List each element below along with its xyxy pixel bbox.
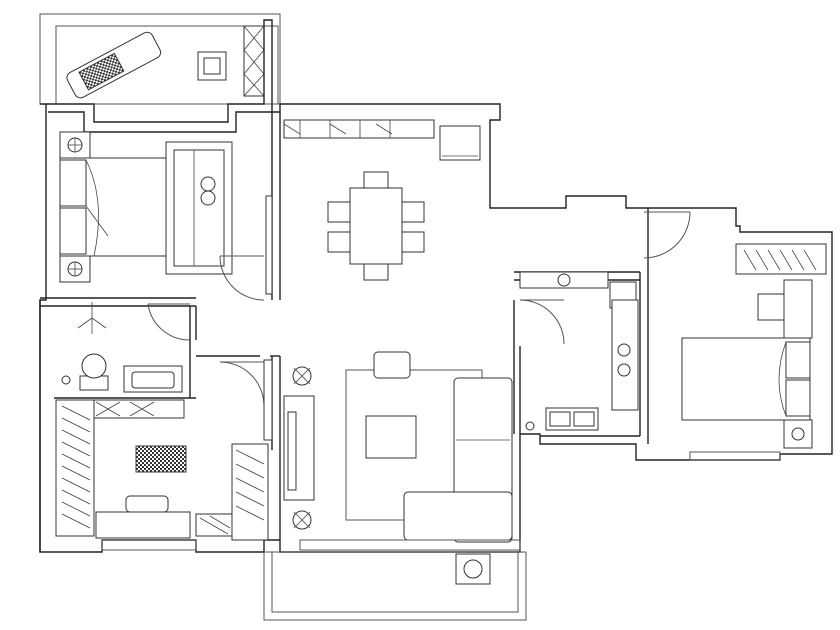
dining-area bbox=[283, 119, 481, 281]
tv-cabinet bbox=[165, 141, 233, 275]
bedroom-right-bed bbox=[681, 337, 811, 421]
shelf-top bbox=[93, 399, 185, 419]
kitchen-sink bbox=[545, 407, 599, 431]
living-room bbox=[283, 351, 521, 551]
coffee-table bbox=[365, 415, 417, 459]
shower-light bbox=[77, 302, 107, 334]
bedroom-right-shelf bbox=[735, 243, 827, 275]
bedroom-right-cabinet bbox=[783, 279, 813, 339]
kitchen bbox=[519, 271, 639, 431]
refrigerator bbox=[439, 125, 481, 161]
desk bbox=[95, 495, 191, 539]
nightstand-top bbox=[59, 131, 91, 159]
wardrobe-right bbox=[231, 443, 269, 541]
plant-upper bbox=[292, 366, 312, 386]
bedroom-lower-door bbox=[219, 359, 273, 441]
master-bedroom-door bbox=[219, 195, 273, 301]
ottoman bbox=[373, 351, 411, 379]
washing-machine bbox=[455, 553, 491, 585]
plant-lower bbox=[292, 510, 312, 530]
toilet bbox=[79, 353, 109, 391]
kitchen-door bbox=[519, 299, 565, 345]
tv-console bbox=[283, 395, 315, 501]
balcony-cabinet bbox=[243, 25, 265, 97]
rug bbox=[135, 445, 187, 473]
dining-table bbox=[327, 171, 425, 281]
bedroom-right-stool bbox=[757, 293, 785, 321]
balcony-bottom bbox=[263, 551, 527, 621]
bedroom-right-nightstand bbox=[783, 419, 813, 449]
bathroom-door bbox=[147, 303, 191, 341]
kitchen-counter-top bbox=[283, 119, 435, 139]
wardrobe-left bbox=[55, 399, 95, 537]
lounge-chair bbox=[66, 31, 162, 99]
balcony-top-left bbox=[39, 13, 281, 105]
bedroom-right-door bbox=[643, 211, 691, 259]
l-sofa bbox=[403, 377, 513, 543]
bathroom bbox=[61, 302, 191, 393]
bedroom-right bbox=[643, 211, 827, 461]
exterior-walls bbox=[39, 19, 833, 553]
nightstand-bottom bbox=[59, 255, 91, 283]
bedroom-lower-left bbox=[55, 359, 273, 551]
vanity bbox=[123, 365, 183, 393]
kitchen-counter bbox=[519, 271, 639, 411]
shoe-rack bbox=[195, 513, 233, 537]
master-bedroom bbox=[59, 131, 273, 301]
